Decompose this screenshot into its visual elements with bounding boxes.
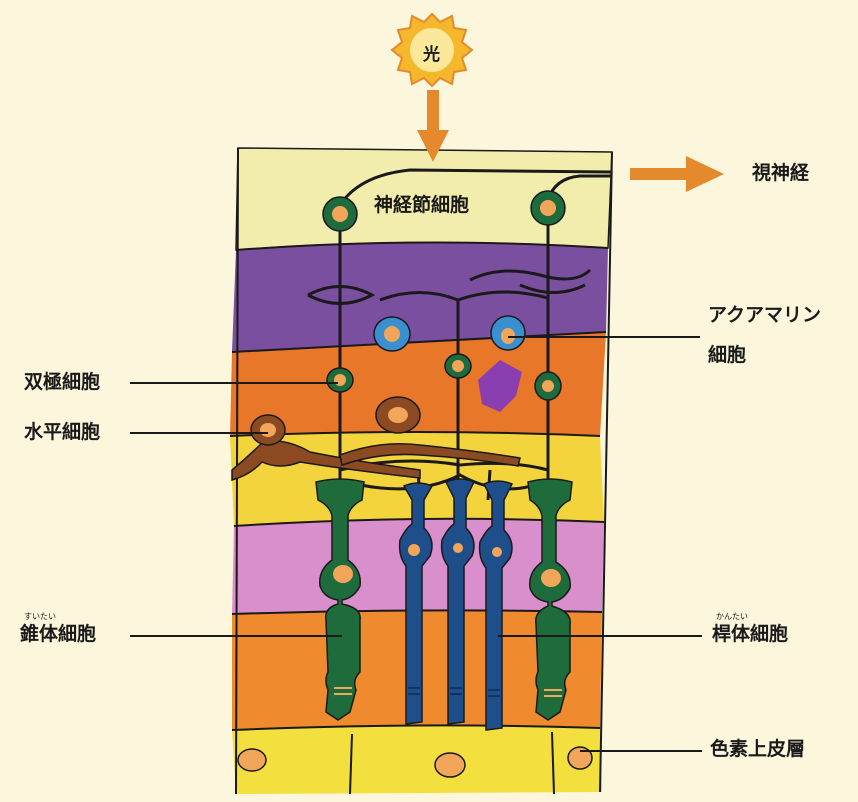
rod-cells xyxy=(400,479,512,730)
cone-cell-ruby: すいたい xyxy=(24,611,56,622)
bipolar-cell-label: 双極細胞 xyxy=(24,373,100,392)
light-label: 光 xyxy=(423,40,440,65)
horizontal-leader-line xyxy=(130,432,268,434)
pigment-leader-line xyxy=(580,750,702,752)
rod-cell-label: 桿体細胞 xyxy=(712,625,788,644)
cone-leader-line xyxy=(130,635,342,637)
optic-nerve-arrow xyxy=(630,156,724,192)
rod-cell-ruby: かんたい xyxy=(716,611,748,622)
rod-leader-line xyxy=(498,635,702,637)
amacrine-cell-label-line2: 細胞 xyxy=(708,346,746,365)
ganglion-cell-label: 神経節細胞 xyxy=(374,196,469,215)
bipolar-leader-line xyxy=(130,382,338,384)
pigment-epithelium-layer xyxy=(232,725,602,794)
amacrine-cell-label-line1: アクアマリン xyxy=(708,306,821,325)
optic-nerve-label: 視神経 xyxy=(752,164,809,183)
pigment-epithelium-label: 色素上皮層 xyxy=(710,740,805,759)
cone-cell-label: 錐体細胞 xyxy=(20,625,96,644)
amacrine-leader-line xyxy=(508,336,700,338)
horizontal-cell-label: 水平細胞 xyxy=(24,423,100,442)
